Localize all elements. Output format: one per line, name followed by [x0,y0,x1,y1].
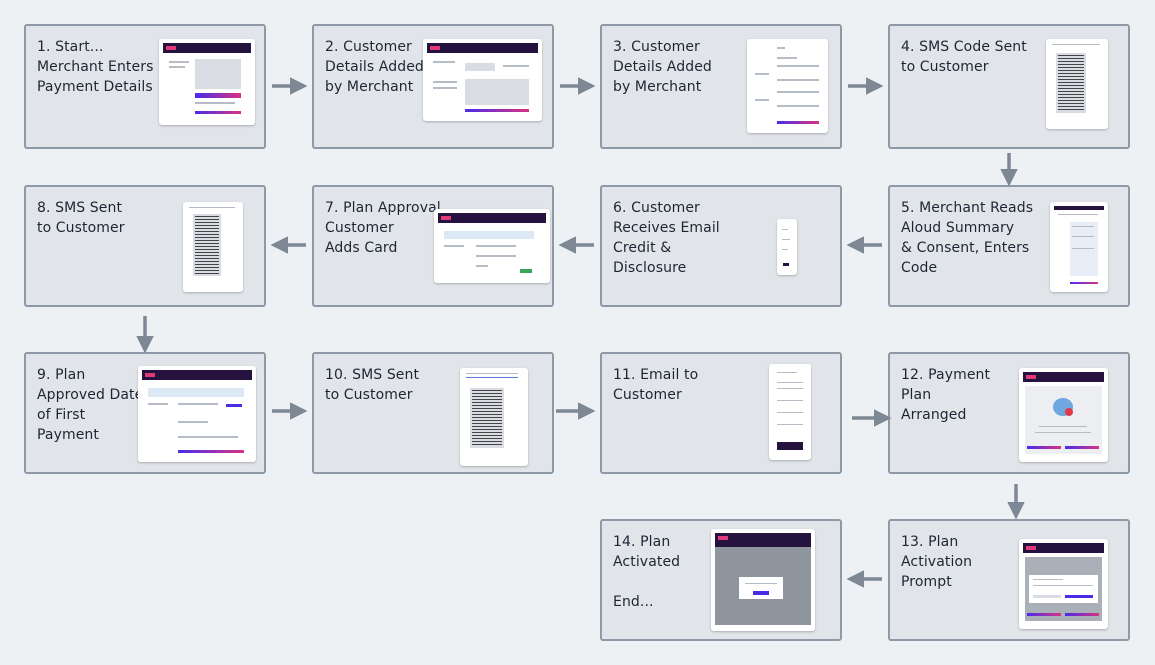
step-10-title: 10. SMS Sent to Customer [325,367,420,403]
step-10: 10. SMS Sent to Customer [312,352,554,474]
step-13-screenshot-thumbnail [1019,539,1108,629]
step-12-title: 12. Payment Plan Arranged [901,367,991,423]
step-12-screenshot-thumbnail [1019,368,1108,462]
step-5-screenshot-thumbnail [1050,202,1108,292]
step-11-title: 11. Email to Customer [613,367,699,403]
step-13-title: 13. Plan Activation Prompt [901,534,973,590]
step-11: 11. Email to Customer [600,352,842,474]
step-9-title: 9. Plan Approved Date of First Payment [37,367,144,443]
step-9: 9. Plan Approved Date of First Payment [24,352,266,474]
step-6-screenshot-thumbnail [777,219,797,275]
step-6-title: 6. Customer Receives Email Credit & Disc… [613,200,720,276]
step-2-screenshot-thumbnail [423,39,542,121]
step-1-screenshot-thumbnail [159,39,255,125]
step-8-screenshot-thumbnail [183,202,243,292]
step-4-screenshot-thumbnail [1046,39,1108,129]
step-4-title: 4. SMS Code Sent to Customer [901,39,1027,75]
step-14-title: 14. Plan Activated End... [613,534,681,610]
step-3: 3. Customer Details Added by Merchant [600,24,842,149]
step-14: 14. Plan Activated End... [600,519,842,641]
step-7: 7. Plan Approval, Customer Adds Card [312,185,554,307]
step-8-title: 8. SMS Sent to Customer [37,200,125,236]
step-5: 5. Merchant Reads Aloud Summary & Consen… [888,185,1130,307]
step-7-screenshot-thumbnail [434,209,550,283]
step-3-screenshot-thumbnail [747,39,828,133]
step-4: 4. SMS Code Sent to Customer [888,24,1130,149]
step-12: 12. Payment Plan Arranged [888,352,1130,474]
step-14-screenshot-thumbnail [711,529,815,631]
step-13: 13. Plan Activation Prompt [888,519,1130,641]
step-3-title: 3. Customer Details Added by Merchant [613,39,712,95]
step-10-screenshot-thumbnail [460,368,528,466]
step-6: 6. Customer Receives Email Credit & Disc… [600,185,842,307]
step-1-title: 1. Start... Merchant Enters Payment Deta… [37,39,154,95]
step-5-title: 5. Merchant Reads Aloud Summary & Consen… [901,200,1034,276]
step-11-screenshot-thumbnail [769,364,811,460]
step-2-title: 2. Customer Details Added by Merchant [325,39,424,95]
step-8: 8. SMS Sent to Customer [24,185,266,307]
step-9-screenshot-thumbnail [138,366,256,462]
step-1: 1. Start... Merchant Enters Payment Deta… [24,24,266,149]
step-2: 2. Customer Details Added by Merchant [312,24,554,149]
step-7-title: 7. Plan Approval, Customer Adds Card [325,200,446,256]
